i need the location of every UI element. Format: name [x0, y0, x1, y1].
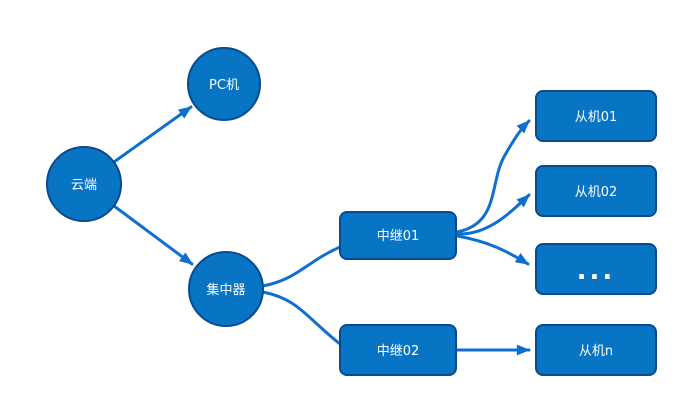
- edge-concentrator-to-relay01: [261, 245, 342, 288]
- node-cloud: 云端: [46, 146, 122, 222]
- relay02-box: [339, 324, 457, 376]
- slave02-label: 从机02: [575, 185, 618, 200]
- edge-relay01-to-slave01: [455, 119, 531, 234]
- edge-concentrator-to-relay02: [261, 290, 342, 346]
- node-slave01: 从机01: [535, 90, 657, 142]
- relay01-label: 中继01: [377, 229, 420, 244]
- relay02-label: 中继02: [377, 344, 420, 359]
- concentrator-circle: [188, 251, 264, 327]
- edge-cloud-to-pc: [112, 105, 193, 164]
- pc-label: PC机: [209, 78, 239, 93]
- node-relay01: 中继01: [339, 211, 457, 260]
- node-pc: PC机: [187, 47, 261, 121]
- cloud-label: 云端: [71, 178, 97, 193]
- slave-n-box: [535, 324, 657, 376]
- slave-more-box: [535, 243, 657, 295]
- concentrator-label: 集中器: [206, 282, 245, 298]
- edge-relay01-to-slave02: [455, 193, 531, 236]
- node-slave02: 从机02: [535, 165, 657, 217]
- node-relay02: 中继02: [339, 324, 457, 376]
- diagram-edges: [112, 105, 531, 356]
- node-slave-n: 从机n: [535, 324, 657, 376]
- pc-circle: [187, 47, 261, 121]
- slave02-box: [535, 165, 657, 217]
- node-concentrator: 集中器: [188, 251, 264, 327]
- cloud-circle: [46, 146, 122, 222]
- relay01-box: [339, 211, 457, 260]
- slave01-box: [535, 90, 657, 142]
- node-slave-more: ...: [535, 243, 657, 295]
- edge-relay01-to-slave-more: [455, 234, 530, 266]
- slave-n-label: 从机n: [579, 344, 613, 359]
- slave01-label: 从机01: [575, 110, 618, 125]
- edge-cloud-to-concentrator: [112, 204, 194, 266]
- slave-more-label: ...: [577, 256, 616, 286]
